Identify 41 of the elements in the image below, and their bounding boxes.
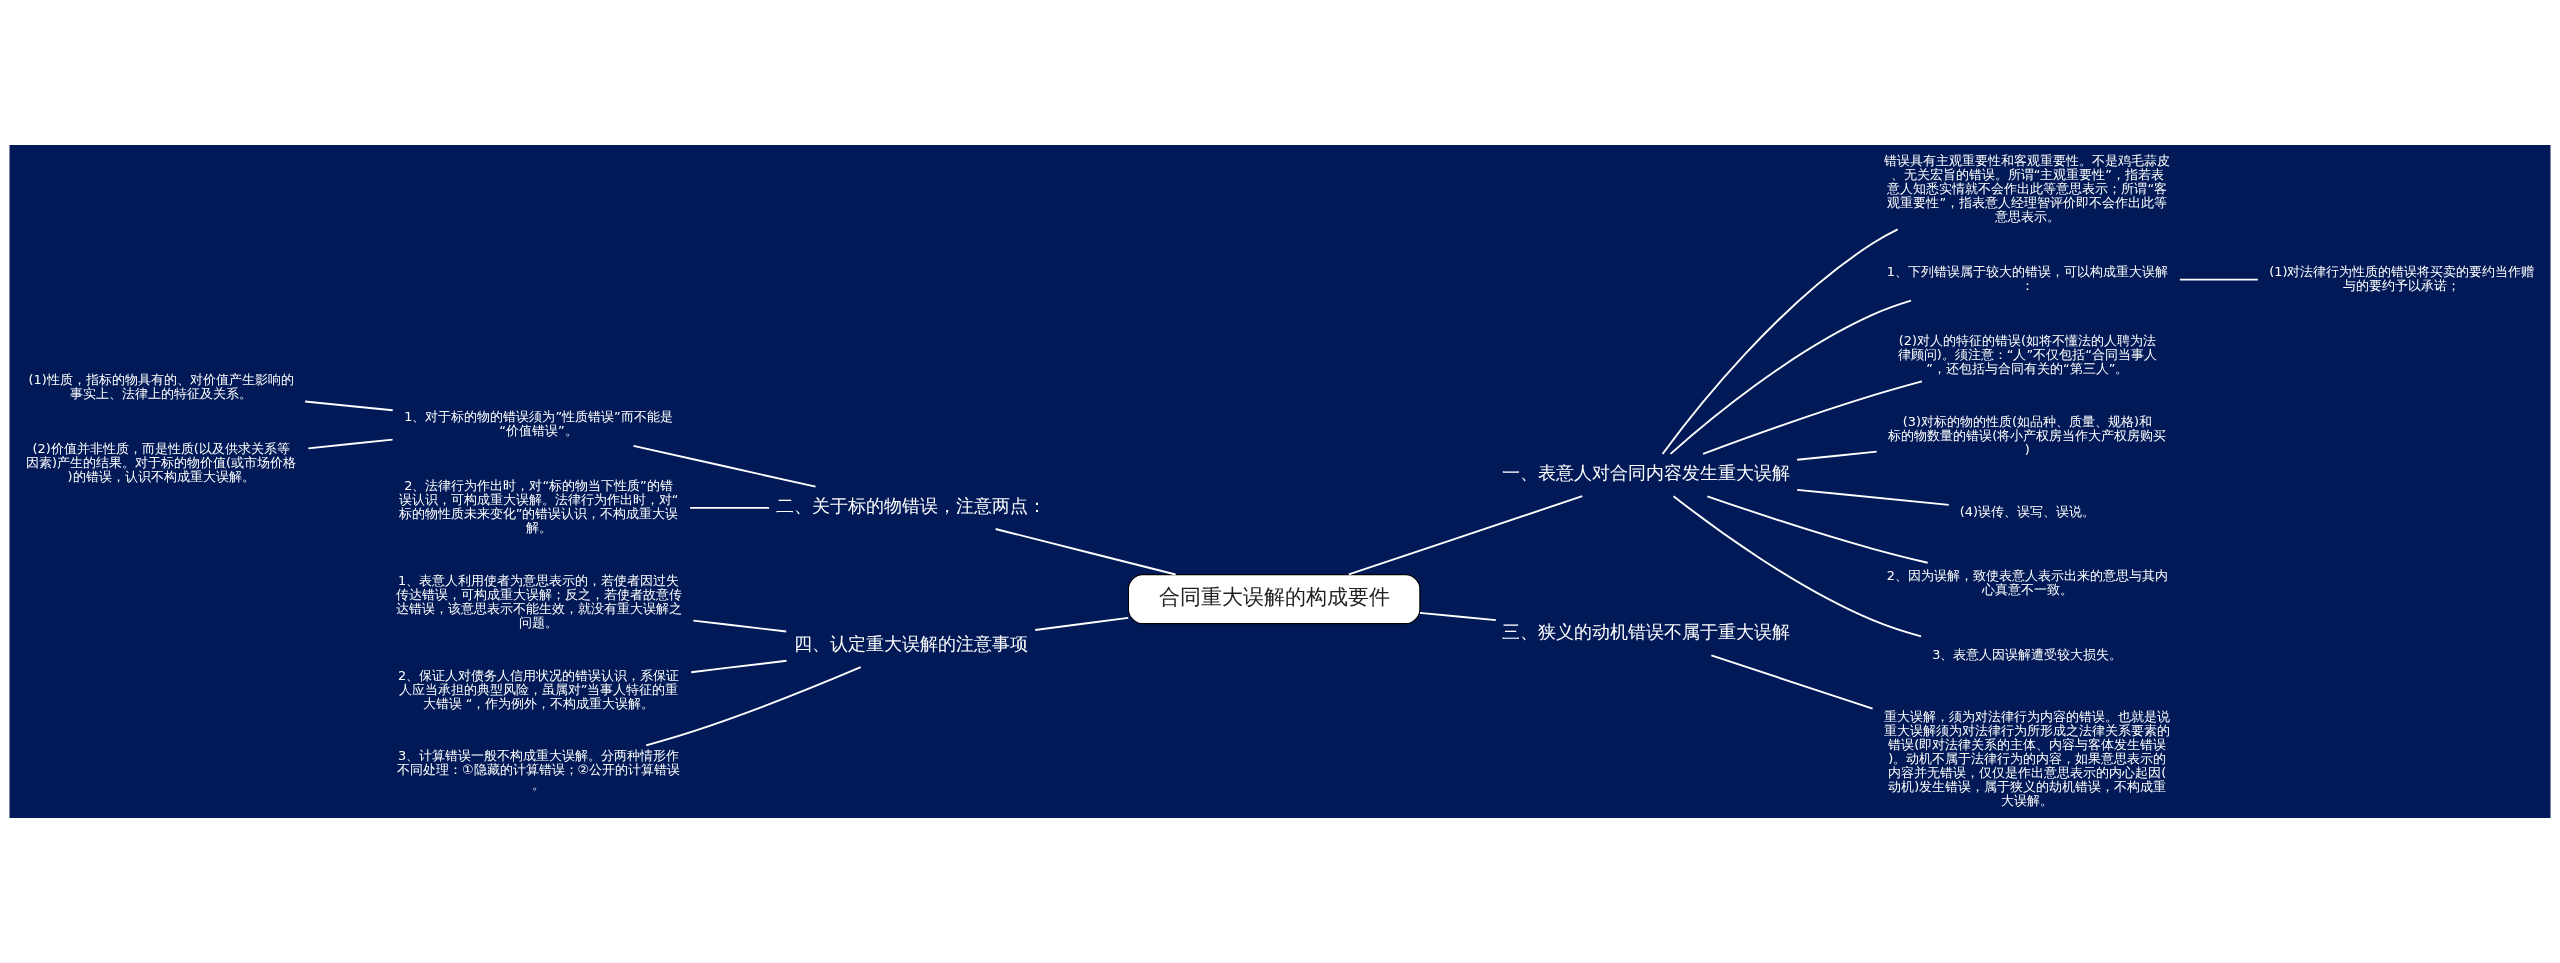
node-text: 1、对于标的物的错误须为”性质错误”而不能是“价值错误”。 (404, 408, 673, 439)
node-text: (4)误传、误写、误说。 (1959, 503, 2095, 519)
connector (1418, 611, 1497, 621)
node-text: 三、狭义的动机错误不属于重大误解 (1502, 622, 1791, 643)
connector (1796, 488, 1950, 506)
node-text: 重大误解，须为对法律行为内容的错误。也就是说重大误解须为对法律行为所形成之法律关系要素的错误(即对法律关系的主体、内容与客体发生错误)。动机不属于法律行为的内容，如果意思表示的内容并无错误，仅仅是作出意思表示的内心起因(动机)发生错误，属于狭义的劫机错误，不构成重大误解。 (1884, 708, 2171, 808)
connector (307, 438, 394, 450)
node-text: (1)对法律行为性质的错误将买卖的要约当作赠与的要约予以承诺； (2269, 263, 2535, 293)
node-text: 二、关于标的物错误，注意两点： (775, 495, 1046, 516)
node-text: 1、下列错误属于较大的错误，可以构成重大误解： (1886, 263, 2168, 293)
node-text: 3、计算错误一般不构成重大误解。分两种情形作不同处理：①隐藏的计算错误；②公开的计算错误。 (397, 748, 681, 792)
connector (1347, 495, 1584, 576)
connector (1706, 495, 1929, 564)
node-text: 错误具有主观重要性和客观重要性。不是鸡毛蒜皮、无关宏旨的错误。所谓“主观重要性”，指若表意人知悉实情就不会作出此等意思表示；所谓“客观重要性”，指表意人经理智评价即不会作出此等意思表示。 (1884, 152, 2171, 224)
connector (1796, 450, 1878, 461)
connector (1669, 299, 1912, 455)
connector (1672, 495, 1923, 638)
connector (690, 659, 788, 674)
node-text: 1、表意人利用使者为意思表示的，若使者因过失传达错误，可构成重大误解；反之，若使者故意传达错误，该意思表示不能生效，就没有重大误解之问题。 (395, 572, 682, 630)
node-text: 四、认定重大误解的注意事项 (793, 634, 1028, 655)
connector (689, 506, 771, 509)
node-text: (2)价值并非性质，而是性质(以及供求关系等因素)产生的结果。对于标的物价值(或市场价格)的错误，认识不构成重大误解。 (26, 440, 297, 484)
connector (692, 619, 788, 633)
node-box: 合同重大误解的构成要件 (1127, 573, 1421, 625)
node-text: 3、表意人因误解遭受较大损失。 (1932, 646, 2123, 662)
node-text: 2、因为误解，致使表意人表示出来的意思与其内心真意不一致。 (1886, 568, 2168, 598)
connector (632, 444, 817, 488)
node-text: (2)对人的特征的错误(如将不懂法的人聘为法律顾问)。须注意：“人”不仅包括“合同当事人”，还包括与合同有关的“第三人”。 (1897, 332, 2157, 376)
connector (1661, 228, 1899, 455)
node-text: 2、法律行为作出时，对“标的物当下性质”的错误认识，可构成重大误解。法律行为作出时，对“标的物性质未来变化”的错误认识，不构成重大误解。 (398, 478, 679, 536)
node-text: (1)性质，指标的物具有的、对价值产生影响的事实上、法律上的特征及关系。 (28, 371, 294, 401)
connector (1034, 616, 1130, 631)
connector (2178, 278, 2259, 281)
node-text: (3)对标的物的性质(如品种、质量、规格)和标的物数量的错误(将小产权房当作大产权房购买) (1888, 413, 2167, 457)
node-text: 一、表意人对合同内容发生重大误解 (1502, 463, 1791, 484)
connector (645, 666, 862, 747)
connector (994, 528, 1177, 576)
connector (1702, 380, 1923, 455)
node-text: 2、保证人对债务人信用状况的错误认识，系保证人应当承担的典型风险，虽属对”当事人特征的重大错误 “，作为例外，不构成重大误解。 (397, 667, 680, 711)
connector (304, 400, 394, 412)
connector (1710, 654, 1874, 710)
